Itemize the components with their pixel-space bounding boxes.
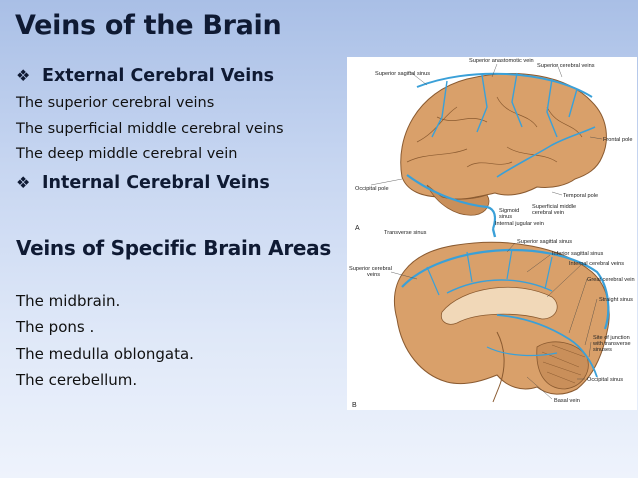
label-temporal-pole: Temporal pole	[563, 193, 598, 199]
label-site-of-junction: Site of junction	[593, 335, 630, 341]
diamond-bullet-icon: ❖	[16, 173, 31, 192]
label-superficial-middle-cerebral-vein-2: cerebral vein	[532, 210, 564, 216]
label-superior-cerebral-veins-b-2: veins	[367, 272, 380, 278]
label-site-of-junction-2: with transverse	[592, 341, 631, 347]
label-internal-cerebral-veins: Internal cerebral veins	[569, 261, 624, 267]
label-site-of-junction-3: sinuses	[593, 347, 612, 353]
external-vein-item: The deep middle cerebral vein	[16, 146, 238, 162]
panel-label-a: A	[355, 225, 360, 232]
label-occipital-pole: Occipital pole	[355, 186, 389, 192]
brain-area-item: The midbrain.	[16, 292, 121, 310]
external-veins-heading: ❖ External Cerebral Veins	[16, 66, 274, 86]
label-sigmoid-sinus-2: sinus	[499, 214, 512, 220]
slide-title: Veins of the Brain	[15, 10, 282, 41]
medial-brain-diagram	[390, 241, 610, 403]
label-inferior-sagittal-sinus: Inferior sagittal sinus	[552, 251, 604, 257]
diamond-bullet-icon: ❖	[16, 66, 31, 85]
label-superior-anastomotic-vein: Superior anastomotic vein	[469, 58, 534, 64]
label-superficial-middle-cerebral-vein: Superficial middle	[532, 204, 576, 210]
brain-veins-illustration: Superior anastomotic vein Superior cereb…	[349, 58, 635, 409]
brain-veins-figure: Superior anastomotic vein Superior cereb…	[347, 57, 637, 410]
label-basal-vein: Basal vein	[554, 398, 580, 404]
label-transverse-sinus: Transverse sinus	[384, 230, 427, 236]
specific-areas-heading: Veins of Specific Brain Areas	[16, 236, 331, 260]
label-frontal-pole: Frontal pole	[603, 137, 633, 143]
external-vein-item: The superior cerebral veins	[16, 95, 215, 111]
label-sigmoid-sinus: Sigmoid	[499, 208, 519, 214]
label-superior-sagittal-sinus-b: Superior sagittal sinus	[517, 239, 572, 245]
label-superior-cerebral-veins: Superior cerebral veins	[537, 63, 595, 69]
brain-area-item: The pons .	[16, 318, 95, 336]
external-veins-heading-text: External Cerebral Veins	[42, 66, 275, 86]
panel-label-b: B	[352, 402, 357, 409]
brain-area-item: The medulla oblongata.	[16, 345, 194, 363]
lateral-brain-diagram	[370, 63, 607, 238]
label-internal-jugular-vein: Internal jugular vein	[495, 221, 544, 227]
label-great-cerebral-vein: Great cerebral vein	[587, 277, 635, 283]
internal-veins-heading: ❖ Internal Cerebral Veins	[16, 173, 270, 193]
label-superior-sagittal-sinus-a: Superior sagittal sinus	[375, 71, 430, 77]
external-vein-item: The superficial middle cerebral veins	[16, 121, 284, 137]
label-straight-sinus: Straight sinus	[599, 297, 633, 303]
label-superior-cerebral-veins-b: Superior cerebral	[349, 266, 392, 272]
internal-veins-heading-text: Internal Cerebral Veins	[42, 173, 270, 193]
label-occipital-sinus: Occipital sinus	[587, 377, 623, 383]
brain-area-item: The cerebellum.	[16, 371, 138, 389]
